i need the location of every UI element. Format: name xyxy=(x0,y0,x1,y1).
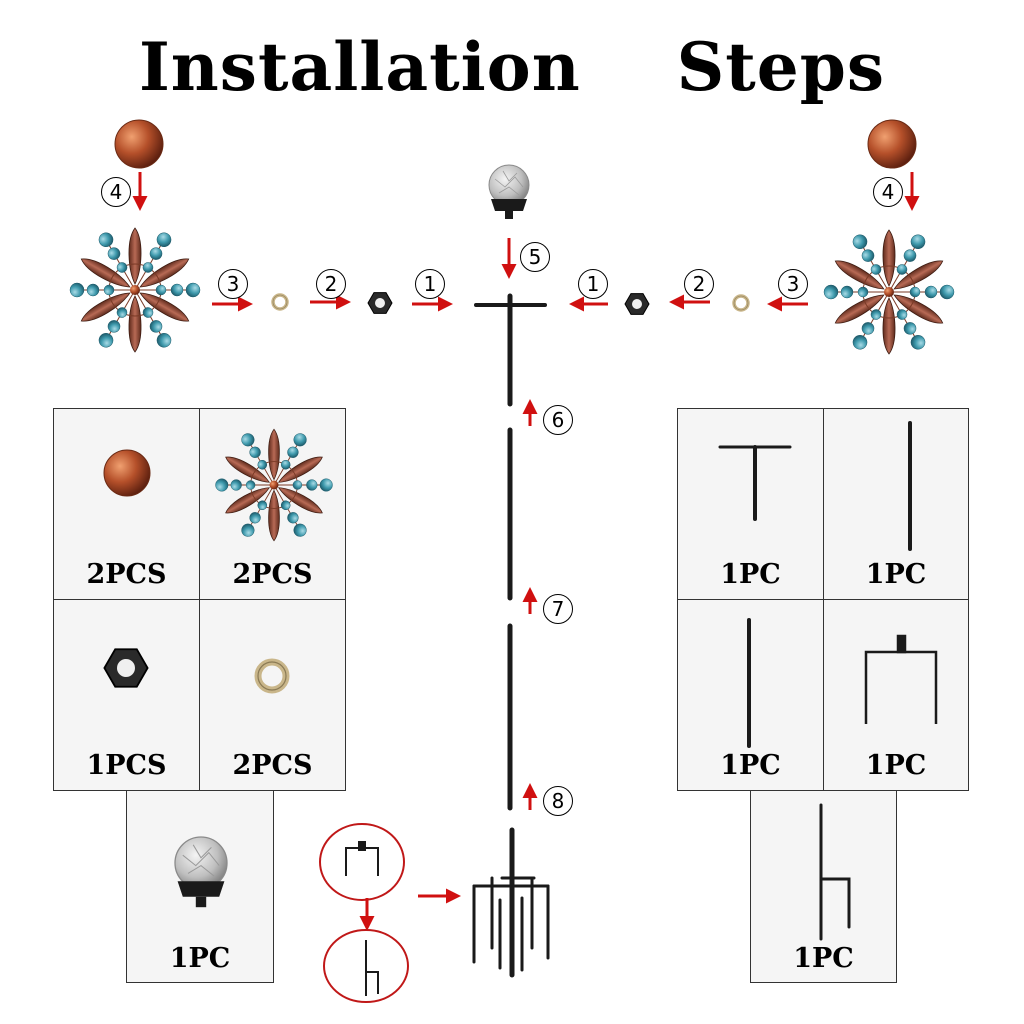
part-qty: 1PC xyxy=(865,750,927,781)
part-cell-washer: 2PCS xyxy=(199,599,346,791)
part-qty: 2PCS xyxy=(86,559,167,590)
detail-bracket-top xyxy=(319,823,405,901)
step-number-2-left: 2 xyxy=(316,269,346,299)
page-title: Installation Steps xyxy=(138,28,886,106)
wind-spinner-icon xyxy=(215,428,333,542)
t-bar-icon xyxy=(718,445,792,521)
step-number-1-right: 1 xyxy=(578,269,608,299)
copper-ball-icon xyxy=(103,449,151,497)
part-cell-bottom-stake: 1PC xyxy=(750,790,897,983)
step-number-4-left: 4 xyxy=(101,177,131,207)
step-number-4-right: 4 xyxy=(873,177,903,207)
part-qty: 2PCS xyxy=(232,559,313,590)
hex-nut-right xyxy=(624,293,650,315)
copper-ball-right xyxy=(867,119,917,169)
solar-light-globe-top xyxy=(488,164,530,220)
part-cell-hex-nut: 1PCS xyxy=(53,599,200,791)
part-cell-top-stake-rod: 1PC xyxy=(823,408,969,600)
copper-ball-left xyxy=(114,119,164,169)
part-cell-copper-ball: 2PCS xyxy=(53,408,200,600)
step-number-6: 6 xyxy=(543,405,573,435)
part-qty: 1PC xyxy=(865,559,927,590)
bottom-stake-icon xyxy=(819,803,851,941)
stake-bracket-icon xyxy=(864,634,938,724)
washer-left xyxy=(271,293,289,311)
ground-stake-assembly xyxy=(472,827,550,978)
top-stake-rod-icon xyxy=(908,421,912,551)
t-bar-assembly xyxy=(474,293,547,407)
part-qty: 1PC xyxy=(720,750,781,781)
part-qty: 1PC xyxy=(169,943,231,974)
part-cell-wind-spinner: 2PCS xyxy=(199,408,346,600)
wind-spinner-right xyxy=(823,229,955,355)
hex-nut-left xyxy=(367,292,393,314)
middle-rod-icon xyxy=(747,618,751,748)
step-number-2-right: 2 xyxy=(684,269,714,299)
detail-bracket-bottom xyxy=(323,929,409,1003)
wind-spinner-left xyxy=(69,227,201,353)
part-qty: 1PCS xyxy=(86,750,167,781)
washer-icon xyxy=(200,600,347,730)
step-number-5: 5 xyxy=(520,242,550,272)
part-cell-middle-rod: 1PC xyxy=(677,599,824,791)
part-cell-t-bar: 1PC xyxy=(677,408,824,600)
part-qty: 1PC xyxy=(720,559,781,590)
part-qty: 1PC xyxy=(793,943,854,974)
step-number-3-left: 3 xyxy=(218,269,248,299)
step-number-7: 7 xyxy=(543,594,573,624)
step-number-3-right: 3 xyxy=(778,269,808,299)
part-qty: 2PCS xyxy=(232,750,313,781)
washer-right xyxy=(732,294,750,312)
solar-light-icon xyxy=(174,836,228,908)
part-cell-stake-bracket: 1PC xyxy=(823,599,969,791)
step-number-1-left: 1 xyxy=(415,269,445,299)
part-cell-solar-light: 1PC xyxy=(126,790,274,983)
hex-nut-icon xyxy=(103,648,149,688)
step-number-8: 8 xyxy=(543,786,573,816)
